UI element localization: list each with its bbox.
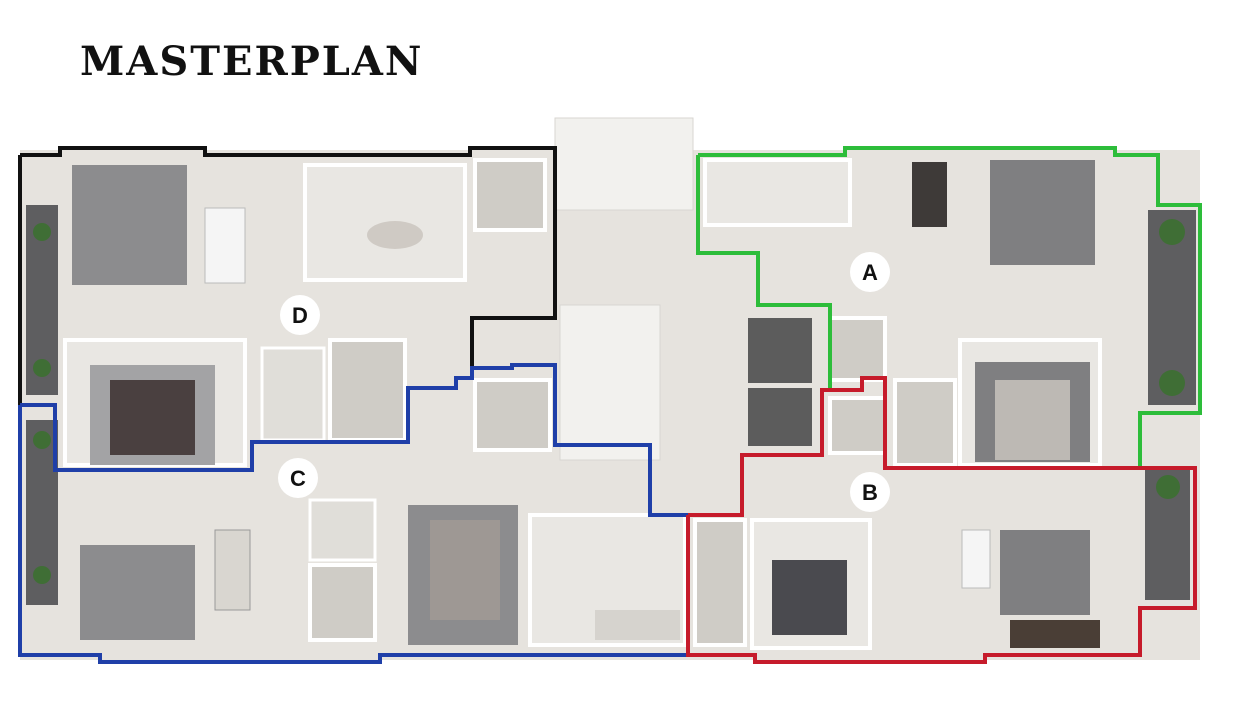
unit-b-wc xyxy=(828,396,887,455)
unit-a-kitchen xyxy=(703,158,852,227)
unit-b-dining-rug xyxy=(1000,530,1090,615)
plant-icon xyxy=(1156,475,1180,499)
unit-d-coffee-table xyxy=(367,221,423,249)
plant-icon xyxy=(1159,370,1185,396)
unit-d-dining-table xyxy=(204,207,246,284)
top-stair-core xyxy=(554,117,694,211)
unit-c-bathroom xyxy=(308,563,377,642)
unit-label-a: A xyxy=(850,252,890,292)
page-title: MASTERPLAN xyxy=(80,38,424,85)
elevator-2 xyxy=(748,388,812,446)
central-stair xyxy=(559,304,661,461)
plant-icon xyxy=(1159,219,1185,245)
unit-label-d: D xyxy=(280,295,320,335)
plant-icon xyxy=(33,223,51,241)
unit-c-closet xyxy=(308,498,377,562)
unit-d-bed xyxy=(110,380,195,455)
unit-d-lounge xyxy=(303,163,467,282)
unit-c-living-rug xyxy=(80,545,195,640)
unit-c-sofa xyxy=(595,610,680,640)
unit-label-b: B xyxy=(850,472,890,512)
plant-icon xyxy=(33,359,51,377)
unit-d-closet xyxy=(260,346,326,442)
unit-a-wc xyxy=(828,316,887,382)
unit-d-living-rug xyxy=(72,165,187,285)
unit-b-dining-table xyxy=(961,529,991,589)
unit-label-b-text: B xyxy=(862,480,878,505)
unit-a-dining-table xyxy=(912,162,947,227)
plant-icon xyxy=(33,566,51,584)
unit-d-ensuite xyxy=(328,338,407,442)
unit-label-a-text: A xyxy=(862,260,878,285)
unit-b-outline xyxy=(686,376,1197,664)
unit-b-sofa xyxy=(1010,620,1100,648)
unit-d-bathroom xyxy=(473,158,547,232)
unit-label-c: C xyxy=(278,458,318,498)
unit-a-bed xyxy=(995,380,1070,460)
unit-a-living-rug xyxy=(990,160,1095,265)
plant-icon xyxy=(33,431,51,449)
unit-b-bathroom xyxy=(693,518,747,647)
elevator-1 xyxy=(748,318,812,383)
unit-c-bath-2 xyxy=(473,378,552,452)
unit-c-kitchen-island xyxy=(214,529,251,611)
unit-c-outline xyxy=(18,363,690,664)
unit-c-bed xyxy=(430,520,500,620)
unit-label-d-text: D xyxy=(292,303,308,328)
unit-a-bathroom xyxy=(893,378,957,467)
unit-b-bed xyxy=(772,560,847,635)
unit-label-c-text: C xyxy=(290,466,306,491)
